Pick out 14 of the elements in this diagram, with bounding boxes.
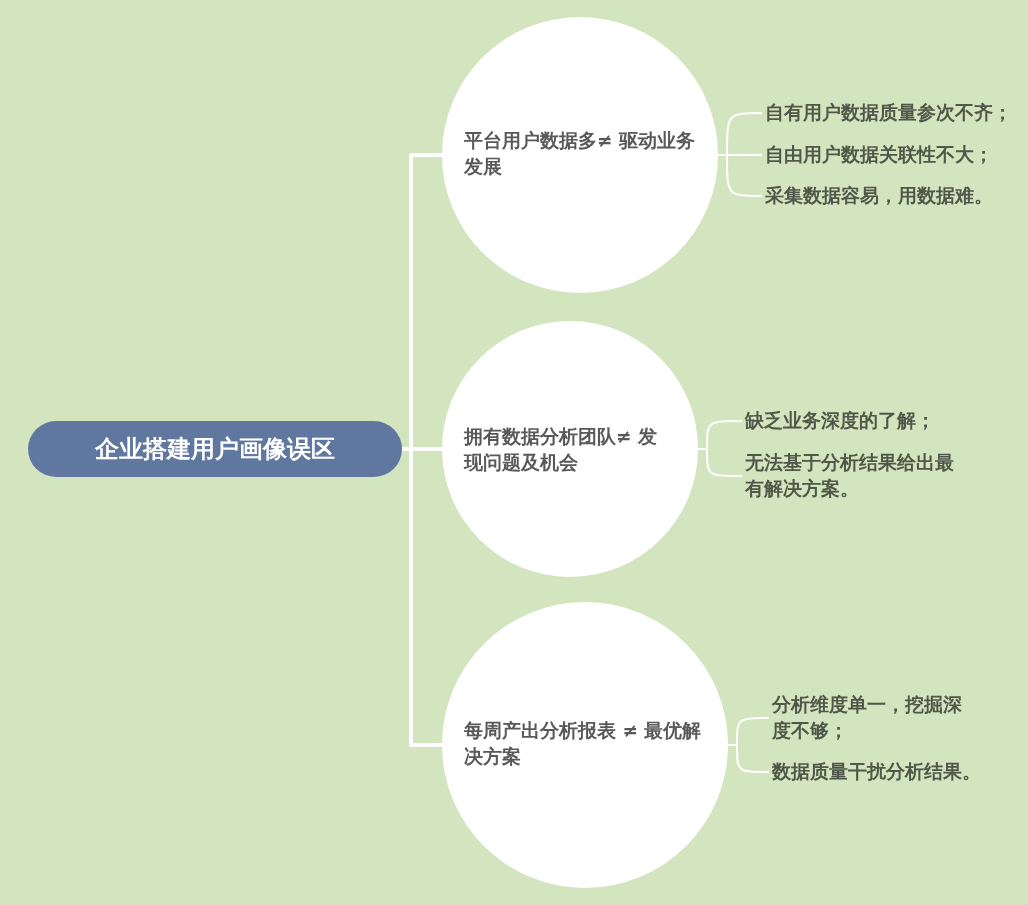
curved-connector bbox=[727, 744, 770, 773]
point-text: 分析维度单一，挖掘深度不够； bbox=[769, 692, 975, 744]
branch-title: 平台用户数据多≠ 驱动业务发展 bbox=[464, 129, 696, 179]
branch-title: 拥有数据分析团队≠ 发现问题及机会 bbox=[464, 425, 658, 475]
point-text: 缺乏业务深度的了解； bbox=[742, 408, 935, 434]
branch-title: 每周产出分析报表 ≠ 最优解决方案 bbox=[464, 719, 703, 769]
point-text: 无法基于分析结果给出最有解决方案。 bbox=[742, 450, 963, 502]
point-text: 数据质量干扰分析结果。 bbox=[769, 759, 981, 785]
topic-pill: 企业搭建用户画像误区 bbox=[28, 421, 402, 477]
point-text: 自有用户数据质量参次不齐； bbox=[762, 100, 1012, 126]
point-text: 自由用户数据关联性不大； bbox=[762, 142, 993, 168]
curved-connector bbox=[717, 154, 763, 197]
point-text: 采集数据容易，用数据难。 bbox=[762, 183, 993, 209]
curved-connector bbox=[697, 448, 743, 477]
